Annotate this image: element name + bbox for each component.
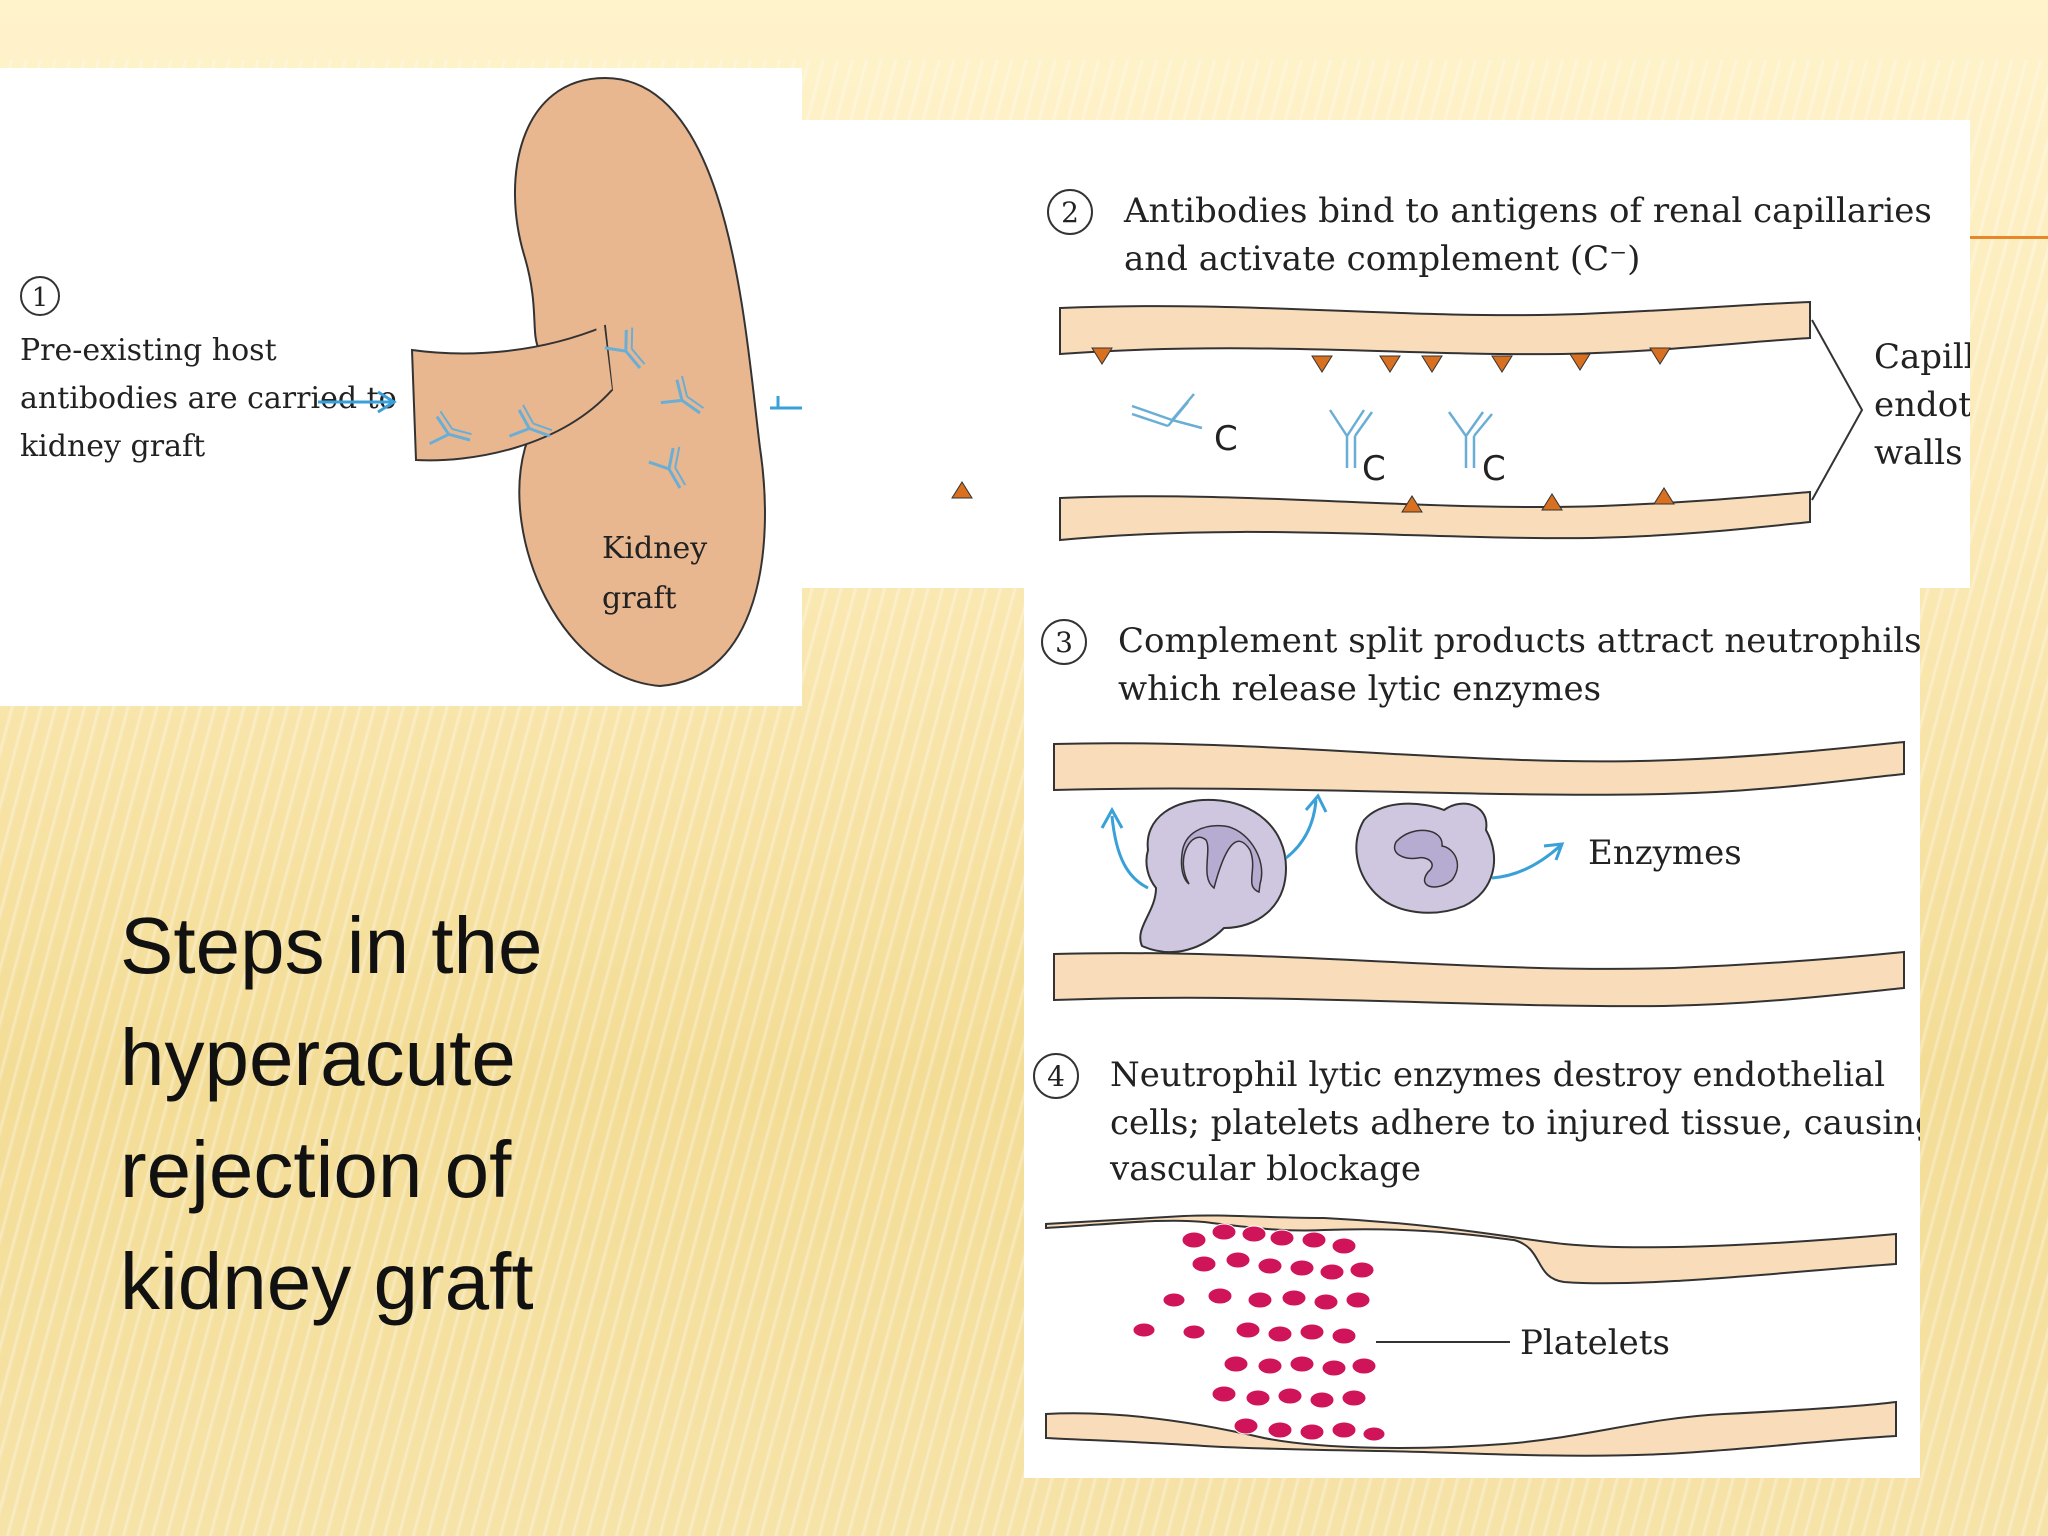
- panel-step1: 1 Pre-existing host antibodies are carri…: [0, 68, 802, 706]
- complement-label: C: [1214, 419, 1238, 459]
- nucleus-lobes: [1393, 829, 1459, 888]
- antibody-icon: [1131, 393, 1203, 430]
- step4-text-line: Neutrophil lytic enzymes destroy endothe…: [1110, 1055, 1885, 1095]
- kidney-label-line: graft: [602, 581, 677, 616]
- step1-text-line: antibodies are carried to: [20, 381, 397, 416]
- panel-step3-4: 3 Complement split products attract neut…: [1024, 588, 1937, 1478]
- step1-number-circle: [20, 276, 60, 316]
- step3-text-line: Complement split products attract neutro…: [1118, 621, 1920, 661]
- step3-number: 3: [1055, 626, 1073, 659]
- vessel-wall-top-damaged: [1045, 1214, 1897, 1285]
- step3-text-line: which release lytic enzymes: [1118, 669, 1601, 709]
- wall-label-line: walls: [1874, 433, 1963, 473]
- panel-step2: 2 Antibodies bind to antigens of renal c…: [802, 120, 2048, 588]
- step4-text-line: vascular blockage: [1109, 1149, 1421, 1189]
- antibody-icon: [1447, 411, 1493, 468]
- step4-number-circle: [1033, 1053, 1079, 1099]
- enzyme-arrow-icon: [1100, 806, 1149, 890]
- title-line: kidney graft: [120, 1237, 534, 1326]
- wall-label-line: Capillary: [1874, 337, 1970, 377]
- step4-text-line: cells; platelets adhere to injured tissu…: [1110, 1103, 1920, 1143]
- antibody-icon: [1328, 409, 1374, 468]
- accent-line: [1970, 236, 2048, 239]
- step1-number: 1: [32, 283, 49, 313]
- step1-text-line: Pre-existing host: [20, 333, 277, 368]
- enzymes-label: Enzymes: [1588, 833, 1742, 873]
- capillary-wall-bottom: [1059, 490, 1811, 542]
- wall-bracket: [1811, 319, 1864, 501]
- capillary-wall-top: [1059, 300, 1811, 356]
- kidney-graft-shape: [514, 76, 766, 688]
- complement-label: C: [1362, 449, 1386, 489]
- title-line: Steps in the: [120, 901, 543, 990]
- vessel-wall-bottom: [1053, 950, 1905, 1008]
- title-line: hyperacute: [120, 1013, 516, 1102]
- kidney-label-line: Kidney: [602, 531, 707, 566]
- complement-label: C: [1482, 449, 1506, 489]
- platelets-label: Platelets: [1520, 1323, 1670, 1363]
- arrow-icon: [318, 390, 397, 414]
- antigen-icon: [951, 481, 1675, 513]
- title-line: rejection of: [120, 1125, 512, 1214]
- step2-text-line: Antibodies bind to antigens of renal cap…: [1123, 191, 1932, 231]
- antigen-icon: [1091, 347, 1671, 373]
- enzyme-arrow-icon: [1285, 793, 1328, 860]
- enzyme-arrow-icon: [1491, 842, 1565, 880]
- step1-text-line: kidney graft: [20, 429, 205, 464]
- platelet-cluster: [1132, 1223, 1386, 1442]
- step2-number-circle: [1047, 189, 1093, 235]
- step2-text-line: and activate complement (C⁻): [1124, 239, 1640, 279]
- slide-title: Steps in the hyperacute rejection of kid…: [120, 890, 660, 1338]
- step3-number-circle: [1041, 619, 1087, 665]
- step4-number: 4: [1047, 1060, 1065, 1093]
- renal-vessel: [410, 324, 614, 462]
- wall-label-line: endothelial: [1874, 385, 1970, 425]
- nucleus-lobes: [1180, 824, 1263, 894]
- vessel-wall-bottom-damaged: [1045, 1400, 1897, 1457]
- vessel-wall-top: [1053, 740, 1905, 796]
- step2-number: 2: [1061, 196, 1079, 229]
